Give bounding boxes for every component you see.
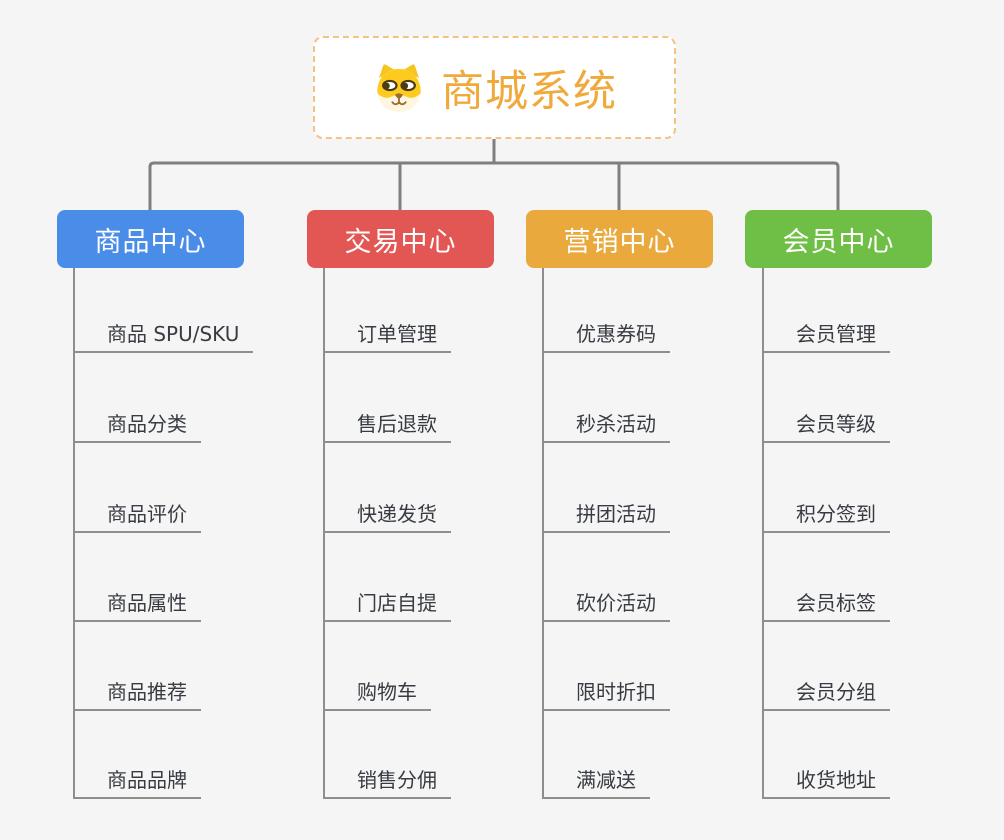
branch-children-member: 会员管理 会员等级 积分签到 会员标签 会员分组 收货地址 bbox=[762, 268, 994, 799]
branch-children-product: 商品 SPU/SKU 商品分类 商品评价 商品属性 商品推荐 商品品牌 bbox=[73, 268, 305, 799]
leaf-node[interactable]: 商品分类 bbox=[75, 407, 201, 443]
leaf-node[interactable]: 售后退款 bbox=[325, 407, 451, 443]
leaf-node[interactable]: 商品评价 bbox=[75, 497, 201, 533]
root-title: 商城系统 bbox=[441, 66, 617, 117]
leaf-node[interactable]: 满减送 bbox=[544, 763, 650, 799]
leaf-node[interactable]: 商品 SPU/SKU bbox=[75, 317, 254, 353]
leaf-node[interactable]: 门店自提 bbox=[325, 586, 451, 622]
leaf-node[interactable]: 收货地址 bbox=[764, 763, 890, 799]
leaf-node[interactable]: 拼团活动 bbox=[544, 497, 670, 533]
leaf-node[interactable]: 秒杀活动 bbox=[544, 407, 670, 443]
leaf-node[interactable]: 会员等级 bbox=[764, 407, 890, 443]
leaf-node[interactable]: 商品推荐 bbox=[75, 675, 201, 711]
leaf-node[interactable]: 商品品牌 bbox=[75, 763, 201, 799]
branch-node-trade-center[interactable]: 交易中心 bbox=[307, 210, 494, 268]
leaf-node[interactable]: 商品属性 bbox=[75, 586, 201, 622]
branch-children-trade: 订单管理 售后退款 快递发货 门店自提 购物车 销售分佣 bbox=[323, 268, 555, 799]
branch-node-member-center[interactable]: 会员中心 bbox=[745, 210, 932, 268]
branch-children-marketing: 优惠券码 秒杀活动 拼团活动 砍价活动 限时折扣 满减送 bbox=[542, 268, 774, 799]
leaf-node[interactable]: 限时折扣 bbox=[544, 675, 670, 711]
root-node[interactable]: 商城系统 bbox=[313, 36, 676, 139]
leaf-node[interactable]: 订单管理 bbox=[325, 317, 451, 353]
leaf-node[interactable]: 购物车 bbox=[325, 675, 431, 711]
leaf-node[interactable]: 会员标签 bbox=[764, 586, 890, 622]
branch-node-product-center[interactable]: 商品中心 bbox=[57, 210, 244, 268]
leaf-node[interactable]: 砍价活动 bbox=[544, 586, 670, 622]
leaf-node[interactable]: 销售分佣 bbox=[325, 763, 451, 799]
leaf-node[interactable]: 会员分组 bbox=[764, 675, 890, 711]
leaf-node[interactable]: 快递发货 bbox=[325, 497, 451, 533]
leaf-node[interactable]: 会员管理 bbox=[764, 317, 890, 353]
dog-face-icon bbox=[372, 63, 426, 113]
leaf-node[interactable]: 积分签到 bbox=[764, 497, 890, 533]
branch-node-marketing-center[interactable]: 营销中心 bbox=[526, 210, 713, 268]
leaf-node[interactable]: 优惠券码 bbox=[544, 317, 670, 353]
